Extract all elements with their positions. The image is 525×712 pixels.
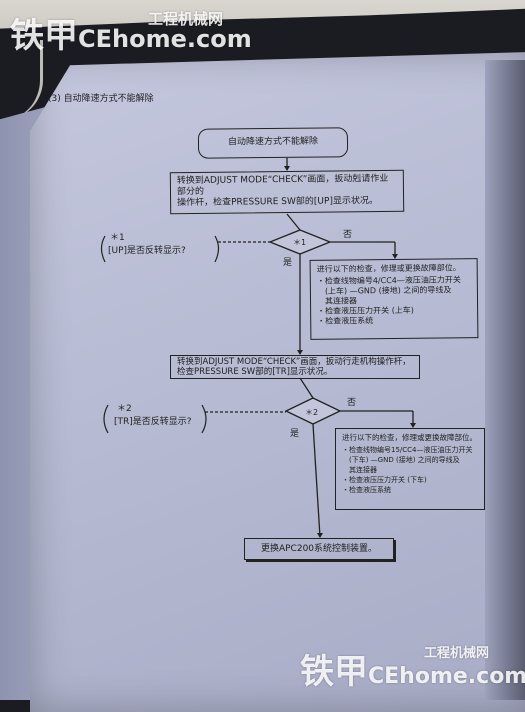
decision-2-yes: 是 [290, 429, 300, 439]
action-2-list: ・检查线物编号15/CC4—液压油压力开关 (下车) —GND (接地) 之间的… [342, 446, 473, 494]
note-1-mark: ＊1 [110, 233, 125, 243]
cable [0, 40, 43, 120]
process-step-1: 转换到ADJUST MODE“CHECK”画面，扳动剋请作业部分的 操作杆，检查… [169, 169, 405, 215]
page-edge [485, 60, 525, 700]
note-1-question: [UP]是否反转显示? [108, 246, 186, 256]
decision-2-no: 否 [347, 398, 357, 408]
section-title: (3) 自动降速方式不能解除 [48, 94, 154, 104]
decision-2-label: ＊2 [305, 408, 319, 417]
action-box-2: 进行以下的检查，修理或更换故障部位。 ・检查线物编号15/CC4—液压油压力开关… [335, 428, 485, 510]
decision-1-label: ＊1 [293, 238, 307, 247]
process-step-2: 转换到ADJUST MODE“CHECK”画面，扳动行走机构操作杆， 检查PRE… [170, 355, 420, 379]
decision-1-no: 否 [343, 230, 353, 240]
watermark-logo-top: 铁甲CEhome.com [10, 16, 252, 56]
manual-page [30, 52, 525, 712]
watermark-logo-bottom: 铁甲CEhome.com [300, 652, 525, 692]
note-2-question: [TR]是否反转显示? [114, 417, 192, 427]
action-1-list: ・检查线物编号4/CC4—液压油压力开关 (上车) —GND (接地) 之间的导… [316, 275, 461, 326]
decision-1-yes: 是 [283, 258, 293, 268]
start-node: 自动降速方式不能解除 [197, 127, 349, 159]
watermark-site-top: 工程机械网 [148, 10, 224, 28]
watermark-site-bottom: 工程机械网 [424, 646, 490, 661]
end-node: 更换APC200系统控制装置。 [244, 538, 394, 560]
note-2-mark: ＊2 [117, 404, 132, 414]
action-box-1: 进行以下的检查，修理或更换故障部位。 ・检查线物编号4/CC4—液压油压力开关 … [309, 258, 479, 340]
